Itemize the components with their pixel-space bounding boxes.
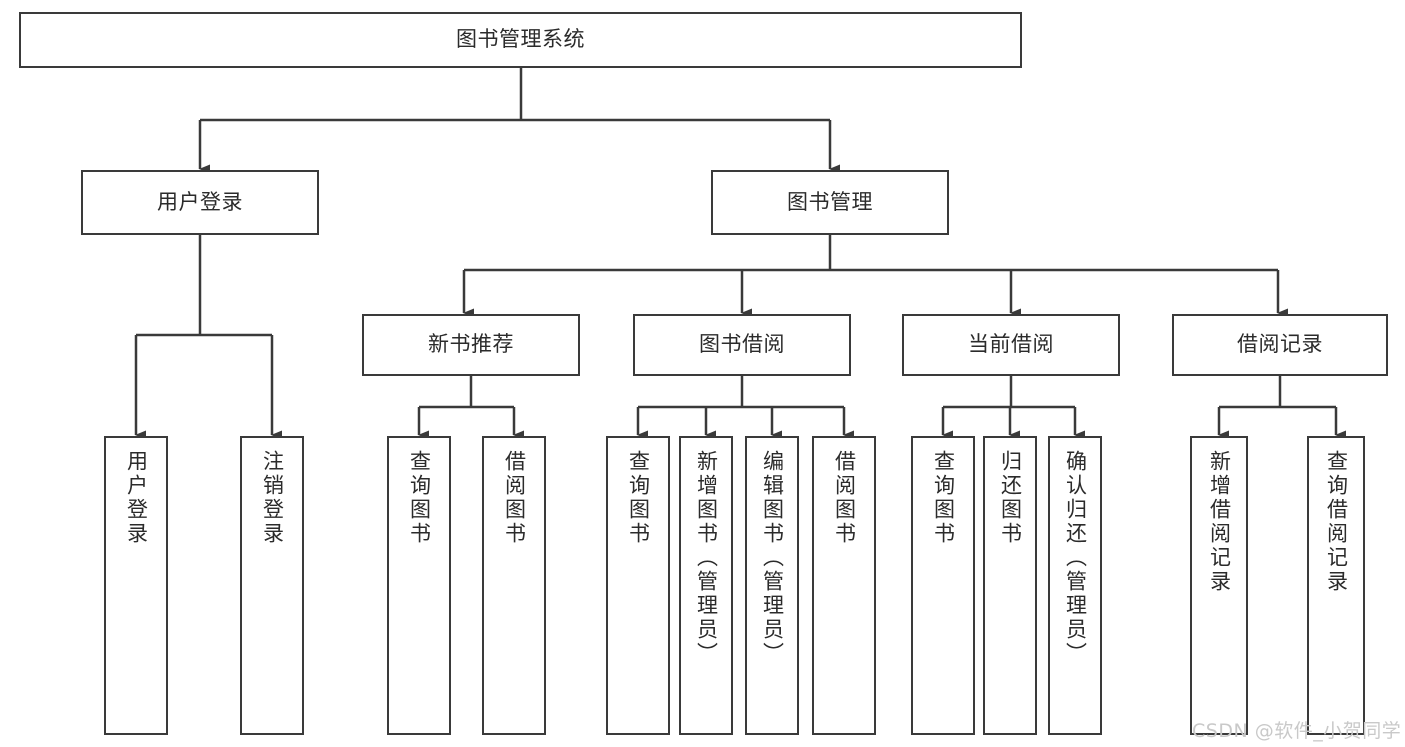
node-label-leaf-query-book-borrow: 查询图书	[626, 450, 651, 546]
node-label-leaf-user-logout: 注销登录	[260, 450, 285, 546]
node-book-manage[interactable]: 图书管理	[711, 170, 949, 235]
node-label-leaf-add-book: 新增图书（管理员）	[694, 450, 719, 666]
node-book-borrow[interactable]: 图书借阅	[633, 314, 851, 376]
node-label-leaf-edit-book: 编辑图书（管理员）	[760, 450, 785, 666]
node-leaf-confirm-return[interactable]: 确认归还（管理员）	[1048, 436, 1102, 735]
node-label-new-book-rec: 新书推荐	[428, 332, 514, 357]
node-label-current-borrow: 当前借阅	[968, 332, 1054, 357]
node-leaf-query-book-borrow[interactable]: 查询图书	[606, 436, 670, 735]
node-leaf-query-record[interactable]: 查询借阅记录	[1307, 436, 1365, 735]
node-label-leaf-return-book: 归还图书	[998, 450, 1023, 546]
node-leaf-borrow-book-rec[interactable]: 借阅图书	[482, 436, 546, 735]
node-current-borrow[interactable]: 当前借阅	[902, 314, 1120, 376]
node-label-leaf-user-login: 用户登录	[124, 450, 149, 546]
node-leaf-return-book[interactable]: 归还图书	[983, 436, 1037, 735]
node-leaf-user-logout[interactable]: 注销登录	[240, 436, 304, 735]
node-label-book-borrow: 图书借阅	[699, 332, 785, 357]
node-label-leaf-confirm-return: 确认归还（管理员）	[1063, 450, 1088, 666]
node-leaf-add-book[interactable]: 新增图书（管理员）	[679, 436, 733, 735]
node-leaf-user-login[interactable]: 用户登录	[104, 436, 168, 735]
node-leaf-add-record[interactable]: 新增借阅记录	[1190, 436, 1248, 735]
node-label-leaf-query-book-rec: 查询图书	[407, 450, 432, 546]
edges-group	[134, 68, 1346, 440]
node-label-leaf-borrow-book: 借阅图书	[832, 450, 857, 546]
node-leaf-edit-book[interactable]: 编辑图书（管理员）	[745, 436, 799, 735]
node-user-login[interactable]: 用户登录	[81, 170, 319, 235]
node-new-book-rec[interactable]: 新书推荐	[362, 314, 580, 376]
node-label-borrow-record: 借阅记录	[1237, 332, 1323, 357]
node-leaf-query-book-cur[interactable]: 查询图书	[911, 436, 975, 735]
node-label-leaf-add-record: 新增借阅记录	[1207, 450, 1232, 594]
node-label-book-manage: 图书管理	[787, 189, 873, 214]
node-leaf-borrow-book[interactable]: 借阅图书	[812, 436, 876, 735]
node-leaf-query-book-rec[interactable]: 查询图书	[387, 436, 451, 735]
csdn-watermark: CSDN @软件_小贺同学	[1192, 720, 1402, 742]
node-label-leaf-borrow-book-rec: 借阅图书	[502, 450, 527, 546]
node-borrow-record[interactable]: 借阅记录	[1172, 314, 1388, 376]
node-label-root: 图书管理系统	[456, 27, 585, 52]
node-label-leaf-query-book-cur: 查询图书	[931, 450, 956, 546]
node-label-leaf-query-record: 查询借阅记录	[1324, 450, 1349, 594]
node-root[interactable]: 图书管理系统	[19, 12, 1022, 68]
node-label-user-login: 用户登录	[157, 189, 243, 214]
